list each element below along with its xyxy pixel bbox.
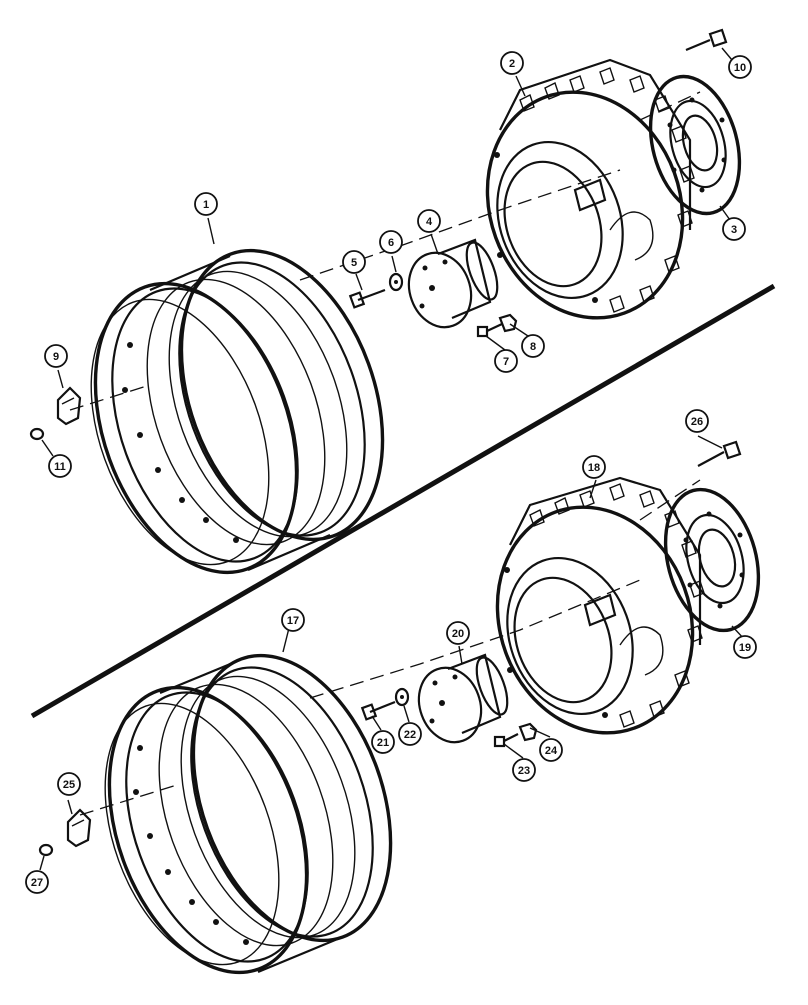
- callout-7-label: 7: [503, 356, 509, 368]
- center-plate: [663, 487, 761, 633]
- plate-bolt: [685, 28, 728, 52]
- callout-21: 21: [371, 730, 395, 754]
- callout-8: 8: [521, 334, 545, 358]
- rim-clamp-and-nut: [38, 808, 92, 857]
- callout-5: 5: [342, 250, 366, 274]
- section-divider-line: [30, 283, 776, 719]
- callout-9: 9: [44, 344, 68, 368]
- bolt-and-washer: [360, 687, 410, 721]
- callout-10-label: 10: [734, 62, 746, 74]
- callout-1: 1: [194, 192, 218, 216]
- callout-23: 23: [512, 758, 536, 782]
- callout-3-label: 3: [731, 224, 737, 236]
- callout-7: 7: [494, 349, 518, 373]
- callout-1-label: 1: [203, 199, 209, 211]
- callout-9-label: 9: [53, 351, 59, 363]
- callout-2: 2: [500, 51, 524, 75]
- hub-flange: [417, 653, 509, 744]
- wheel-center-casting: [485, 58, 695, 320]
- callout-2-label: 2: [509, 58, 515, 70]
- hub-flange: [407, 238, 499, 329]
- callout-5-label: 5: [351, 257, 357, 269]
- callout-24: 24: [539, 738, 563, 762]
- plate-bolt: [697, 440, 742, 467]
- callout-25-label: 25: [63, 779, 75, 791]
- callout-18-label: 18: [588, 462, 600, 474]
- callout-23-label: 23: [518, 765, 530, 777]
- lower-wheel-assembly: [38, 440, 761, 975]
- callout-22: 22: [398, 722, 422, 746]
- callout-27: 27: [25, 870, 49, 894]
- callout-labels: 1 2 3 4 5 6 7 8 9 10 11 17 18 19 20 21 2…: [25, 47, 757, 894]
- callout-3: 3: [722, 217, 746, 241]
- callout-6-label: 6: [388, 237, 394, 249]
- callout-8-label: 8: [530, 341, 536, 353]
- callout-17-label: 17: [287, 615, 299, 627]
- cap-screw-and-nut: [476, 313, 518, 338]
- callout-21-label: 21: [377, 737, 389, 749]
- wheel-rim: [104, 653, 393, 975]
- callout-10: 10: [728, 55, 752, 79]
- wheel-center-casting: [495, 476, 705, 735]
- callout-19: 19: [733, 635, 757, 659]
- callout-27-label: 27: [31, 877, 43, 889]
- callout-17: 17: [281, 608, 305, 632]
- callout-19-label: 19: [739, 642, 751, 654]
- callout-22-label: 22: [404, 729, 416, 741]
- callout-6: 6: [379, 230, 403, 254]
- callout-26: 26: [685, 409, 709, 433]
- callout-20-label: 20: [452, 628, 464, 640]
- center-plate: [648, 74, 742, 216]
- callout-4-label: 4: [426, 216, 433, 228]
- callout-18: 18: [582, 455, 606, 479]
- callout-11: 11: [48, 454, 72, 478]
- cap-screw-and-nut: [493, 722, 538, 748]
- wheel-rim: [90, 248, 385, 575]
- callout-4: 4: [417, 209, 441, 233]
- callout-26-label: 26: [691, 416, 703, 428]
- callout-11-label: 11: [54, 461, 66, 473]
- callout-20: 20: [446, 621, 470, 645]
- callout-25: 25: [57, 772, 81, 796]
- rim-clamp-and-nut: [29, 386, 82, 441]
- bolt-and-washer: [348, 272, 404, 309]
- callout-24-label: 24: [545, 745, 558, 757]
- upper-wheel-assembly: [29, 28, 742, 575]
